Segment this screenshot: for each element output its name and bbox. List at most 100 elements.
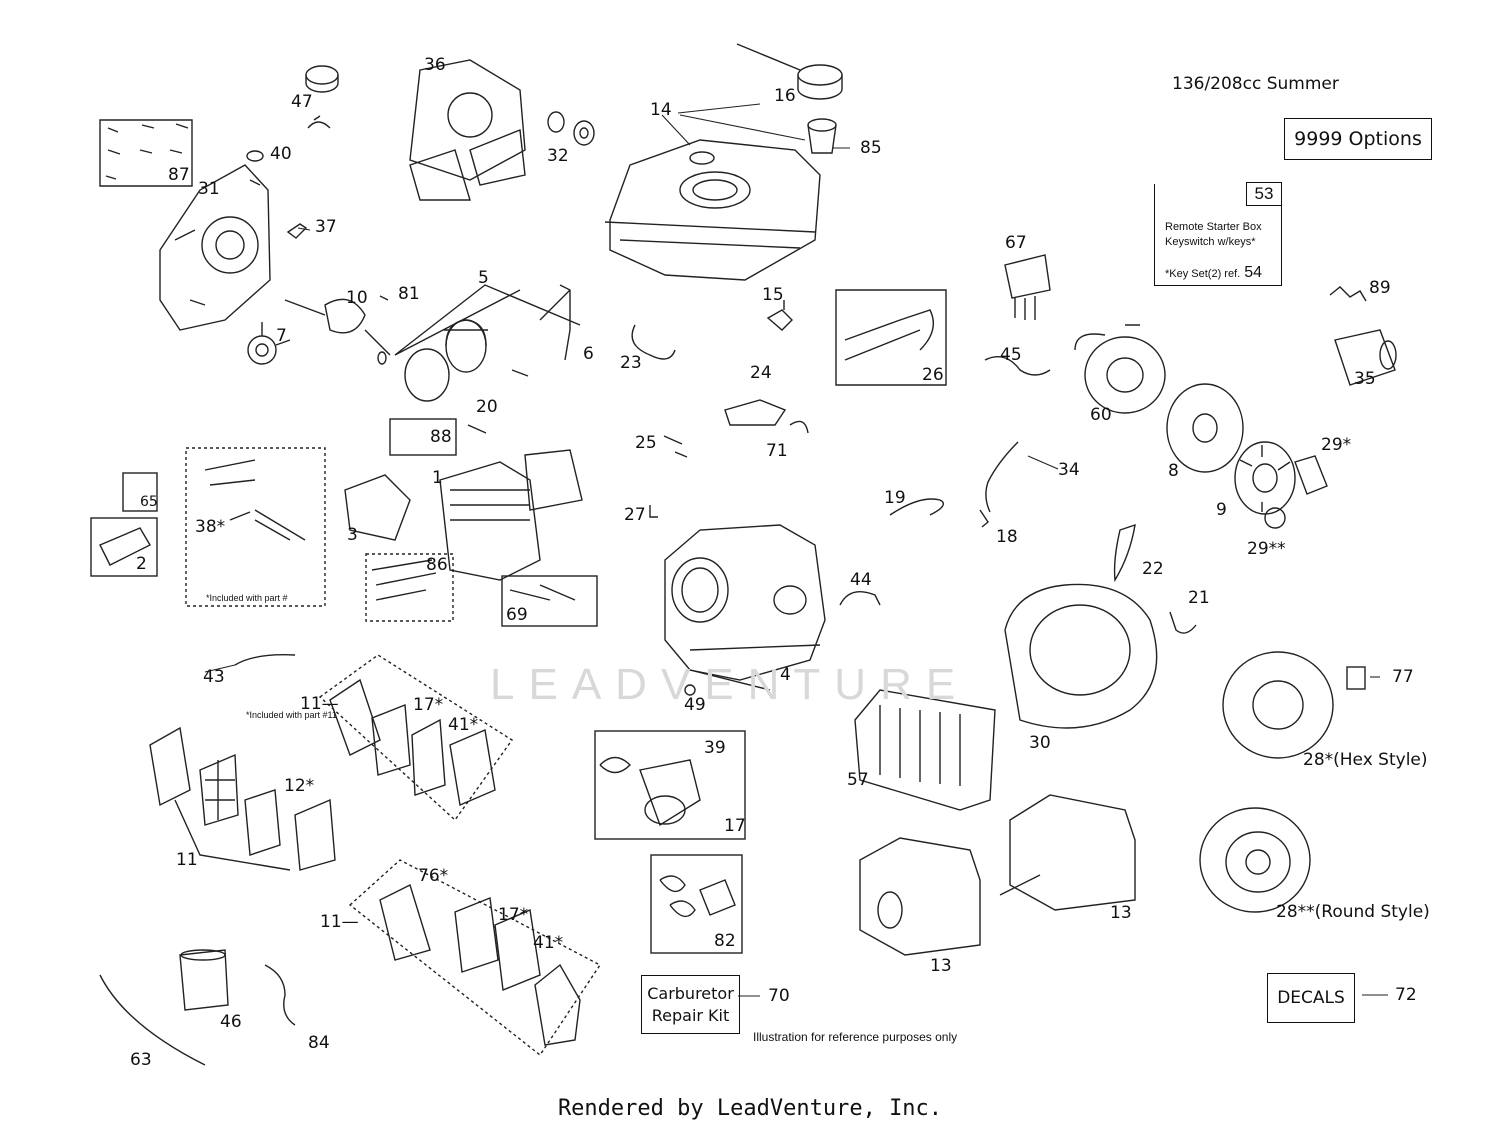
part-callout-31[interactable]: 31 <box>198 179 220 199</box>
part-callout-16[interactable]: 16 <box>774 86 796 106</box>
engine-block-part-4 <box>664 524 826 691</box>
part-callout-85[interactable]: 85 <box>860 138 882 158</box>
box-39 <box>594 730 746 840</box>
part-callout-60[interactable]: 60 <box>1090 405 1112 425</box>
remote-box-ref: 54 <box>1244 264 1262 281</box>
crankcase-cover-part-31 <box>159 150 271 331</box>
part-callout-41s-alt[interactable]: 41* <box>533 933 564 953</box>
head-gasket <box>524 449 583 511</box>
part-callout-4[interactable]: 4 <box>780 665 791 685</box>
valve-cover-part-3 <box>344 474 411 541</box>
bolt-part-20 <box>467 424 487 434</box>
carburetor-part-39 <box>599 756 701 827</box>
clip-part-21 <box>1169 611 1197 634</box>
part-callout-49[interactable]: 49 <box>684 695 706 715</box>
part-callout-26[interactable]: 26 <box>922 365 944 385</box>
part-callout-5[interactable]: 5 <box>478 268 489 288</box>
part-callout-67[interactable]: 67 <box>1005 233 1027 253</box>
part-callout-37[interactable]: 37 <box>315 217 337 237</box>
piston-bracket-5 <box>394 284 581 356</box>
breather-hose-part-43 <box>234 654 296 666</box>
part-callout-87[interactable]: 87 <box>168 165 190 185</box>
part-callout-34[interactable]: 34 <box>1058 460 1080 480</box>
part-callout-88[interactable]: 88 <box>430 427 452 447</box>
options-box[interactable]: 9999 Options <box>1284 118 1432 160</box>
recoil-starter-hex-28 <box>1222 651 1334 759</box>
part-callout-76s[interactable]: 76* <box>418 866 449 886</box>
part-callout-1[interactable]: 1 <box>432 468 443 488</box>
part-callout-32[interactable]: 32 <box>547 146 569 166</box>
part-callout-23[interactable]: 23 <box>620 353 642 373</box>
part-callout-69[interactable]: 69 <box>506 605 528 625</box>
part-callout-71[interactable]: 71 <box>766 441 788 461</box>
part-callout-17s[interactable]: 17* <box>413 695 444 715</box>
part-callout-17[interactable]: 17 <box>724 816 746 836</box>
cam-gear-part-7 <box>247 322 291 365</box>
part-callout-13[interactable]: 13 <box>930 956 952 976</box>
part-callout-7[interactable]: 7 <box>276 326 287 346</box>
part-callout-40[interactable]: 40 <box>270 144 292 164</box>
part-callout-43[interactable]: 43 <box>203 667 225 687</box>
part-callout-77[interactable]: 77 <box>1392 667 1414 687</box>
part-callout-84[interactable]: 84 <box>308 1033 330 1053</box>
part-callout-19[interactable]: 19 <box>884 488 906 508</box>
box-11a <box>318 654 513 822</box>
box-82 <box>650 854 743 954</box>
remote-starter-box[interactable]: 53 Remote Starter Box Keyswitch w/keys* … <box>1154 182 1282 286</box>
part-callout-11-alt[interactable]: 11— <box>320 912 359 932</box>
part-callout-65[interactable]: 65 <box>140 494 158 510</box>
leader-lines <box>204 103 1388 997</box>
air-filter-part-11b <box>379 884 581 1046</box>
part-callout-13-alt[interactable]: 13 <box>1110 903 1132 923</box>
part-callout-25[interactable]: 25 <box>635 433 657 453</box>
sensor-part-44 <box>839 591 881 606</box>
part-callout-82[interactable]: 82 <box>714 931 736 951</box>
part-callout-29ss[interactable]: 29** <box>1247 539 1286 559</box>
part-callout-9[interactable]: 9 <box>1216 500 1227 520</box>
part-callout-10[interactable]: 10 <box>346 288 368 308</box>
part-callout-15[interactable]: 15 <box>762 285 784 305</box>
part-callout-17s-alt[interactable]: 17* <box>498 905 529 925</box>
part-callout-44[interactable]: 44 <box>850 570 872 590</box>
box-11b <box>348 859 602 1057</box>
part-callout-36[interactable]: 36 <box>424 55 446 75</box>
part-callout-89[interactable]: 89 <box>1369 278 1391 298</box>
hose-part-84 <box>264 964 296 1026</box>
part-callout-14[interactable]: 14 <box>650 100 672 120</box>
part-callout-41s[interactable]: 41* <box>448 715 479 735</box>
part-callout-22[interactable]: 22 <box>1142 559 1164 579</box>
part-callout-29s[interactable]: 29* <box>1321 435 1352 455</box>
part-callout-3[interactable]: 3 <box>347 525 358 545</box>
part-callout-12s[interactable]: 12* <box>284 776 315 796</box>
decals-box[interactable]: DECALS <box>1267 973 1355 1023</box>
throttle-cable-part-26 <box>835 289 947 386</box>
spark-plug-wire-part-34 <box>985 441 1019 513</box>
part-callout-2[interactable]: 2 <box>136 554 147 574</box>
flywheel-part-8 <box>1166 383 1244 473</box>
part-callout-81[interactable]: 81 <box>398 284 420 304</box>
part-callout-27[interactable]: 27 <box>624 505 646 525</box>
starter-handle-part-77 <box>1346 666 1366 690</box>
part-callout-21[interactable]: 21 <box>1188 588 1210 608</box>
part-callout-57[interactable]: 57 <box>847 770 869 790</box>
part-callout-20[interactable]: 20 <box>476 397 498 417</box>
part-callout-30[interactable]: 30 <box>1029 733 1051 753</box>
label-round-style: 28**(Round Style) <box>1276 902 1430 922</box>
footer-credit: Rendered by LeadVenture, Inc. <box>557 1096 943 1121</box>
carburetor-repair-kit-box[interactable]: Carburetor Repair Kit <box>641 975 740 1034</box>
part-callout-18[interactable]: 18 <box>996 527 1018 547</box>
part-callout-11-alt[interactable]: 11— <box>300 694 339 714</box>
part-callout-39[interactable]: 39 <box>704 738 726 758</box>
part-callout-63[interactable]: 63 <box>130 1050 152 1070</box>
part-callout-86[interactable]: 86 <box>426 555 448 575</box>
part-callout-46[interactable]: 46 <box>220 1012 242 1032</box>
part-callout-24[interactable]: 24 <box>750 363 772 383</box>
part-callout-11[interactable]: 11 <box>176 850 198 870</box>
part-callout-38s[interactable]: 38* <box>195 517 226 537</box>
part-callout-45[interactable]: 45 <box>1000 345 1022 365</box>
part-callout-8[interactable]: 8 <box>1168 461 1179 481</box>
part-callout-47[interactable]: 47 <box>291 92 313 112</box>
part-callout-6[interactable]: 6 <box>583 344 594 364</box>
part-callout-35[interactable]: 35 <box>1354 369 1376 389</box>
